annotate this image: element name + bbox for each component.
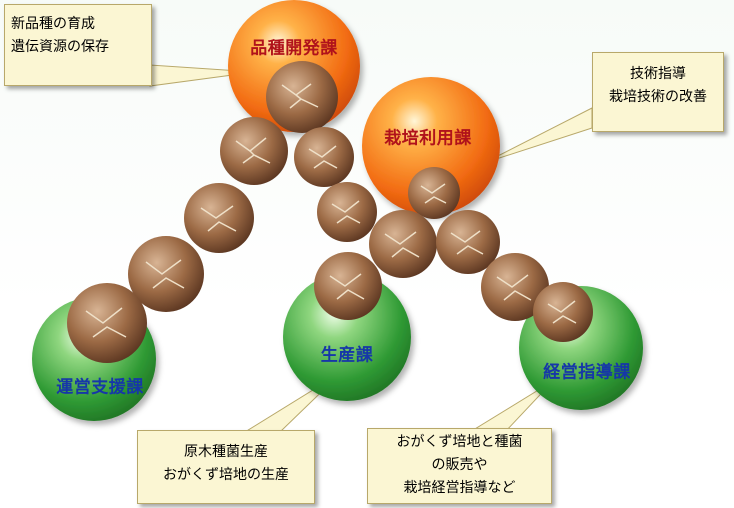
circle-production — [283, 273, 411, 401]
note-breeding: 新品種の育成 遺伝資源の保存 — [4, 4, 152, 86]
note-guidance-line-1: おがくず培地と種菌 — [396, 434, 523, 450]
mushroom-chain — [67, 61, 593, 363]
dept-production-label: 生産課 — [320, 345, 374, 366]
mushroom-6 — [408, 167, 460, 219]
note-production-line-2: おがくず培地の生産 — [163, 467, 289, 483]
circle-cultivation — [362, 77, 500, 215]
mushroom-1 — [266, 61, 338, 133]
mushroom-3 — [294, 127, 354, 187]
mushroom-10 — [314, 252, 382, 320]
mushroom-8 — [369, 210, 437, 278]
note-breeding-line-2: 遺伝資源の保存 — [11, 39, 109, 55]
note-guidance-line-3: 栽培経営指導など — [403, 480, 516, 496]
pointer-cultivation — [483, 107, 593, 164]
note-cultivation-line-2: 栽培技術の改善 — [609, 89, 707, 105]
mushroom-2 — [220, 117, 288, 185]
mushroom-9 — [436, 210, 500, 274]
mushroom-5 — [317, 182, 377, 242]
mushroom-7 — [128, 236, 204, 312]
note-guidance-line-2: の販売や — [431, 457, 488, 473]
mushroom-4 — [184, 183, 254, 253]
mushroom-12 — [67, 283, 147, 363]
note-production-line-1: 原木種菌生産 — [184, 444, 268, 460]
mushroom-13 — [533, 282, 593, 342]
note-cultivation: 技術指導 栽培技術の改善 — [592, 52, 724, 132]
dept-guidance-label: 経営指導課 — [543, 362, 631, 383]
dept-breeding-label: 品種開発課 — [250, 38, 338, 59]
dept-operations-label: 運営支援課 — [56, 377, 144, 398]
note-production: 原木種菌生産 おがくず培地の生産 — [137, 430, 315, 504]
mushroom-11 — [481, 253, 549, 321]
dept-cultivation-label: 栽培利用課 — [384, 128, 472, 149]
note-breeding-line-1: 新品種の育成 — [11, 16, 95, 32]
note-cultivation-line-1: 技術指導 — [630, 66, 686, 82]
note-guidance: おがくず培地と種菌 の販売や 栽培経営指導など — [367, 428, 552, 504]
